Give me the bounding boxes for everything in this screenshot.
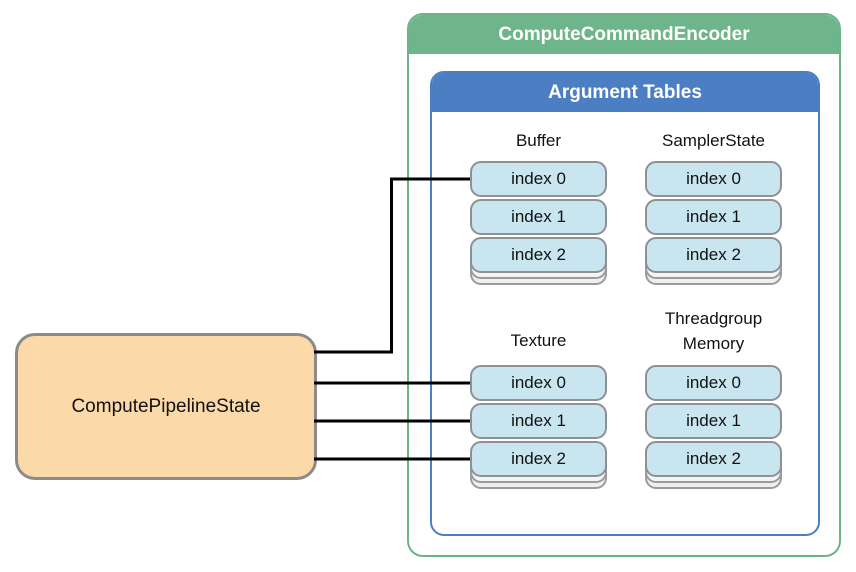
argument-tables-title: Argument Tables — [432, 73, 818, 112]
buffer-table: index 0 index 1 index 2 — [470, 161, 607, 287]
threadgroup-memory-slot-index-1: index 1 — [645, 403, 782, 439]
threadgroup-memory-table-title: Threadgroup Memory — [645, 306, 782, 356]
buffer-slot-index-1: index 1 — [470, 199, 607, 235]
buffer-table-title: Buffer — [515, 131, 562, 150]
threadgroup-memory-slot-index-2: index 2 — [645, 441, 782, 477]
sampler-state-slot-index-2: index 2 — [645, 237, 782, 273]
threadgroup-memory-table: index 0 index 1 index 2 — [645, 365, 782, 491]
sampler-state-slot-index-1: index 1 — [645, 199, 782, 235]
compute-command-encoder-title: ComputeCommandEncoder — [409, 15, 839, 54]
texture-table: index 0 index 1 index 2 — [470, 365, 607, 491]
threadgroup-memory-title-line2: Memory — [682, 334, 745, 353]
sampler-state-slot-index-0: index 0 — [645, 161, 782, 197]
texture-slot-index-1: index 1 — [470, 403, 607, 439]
texture-table-title: Texture — [510, 331, 567, 350]
buffer-slot-index-2: index 2 — [470, 237, 607, 273]
texture-slot-index-2: index 2 — [470, 441, 607, 477]
buffer-slot-index-0: index 0 — [470, 161, 607, 197]
sampler-state-table: index 0 index 1 index 2 — [645, 161, 782, 287]
compute-pipeline-state-label: ComputePipelineState — [71, 395, 261, 417]
threadgroup-memory-slot-index-0: index 0 — [645, 365, 782, 401]
texture-slot-index-0: index 0 — [470, 365, 607, 401]
sampler-state-table-title: SamplerState — [662, 131, 765, 150]
compute-pipeline-state-box: ComputePipelineState — [15, 333, 317, 480]
threadgroup-memory-title-line1: Threadgroup — [664, 309, 763, 328]
